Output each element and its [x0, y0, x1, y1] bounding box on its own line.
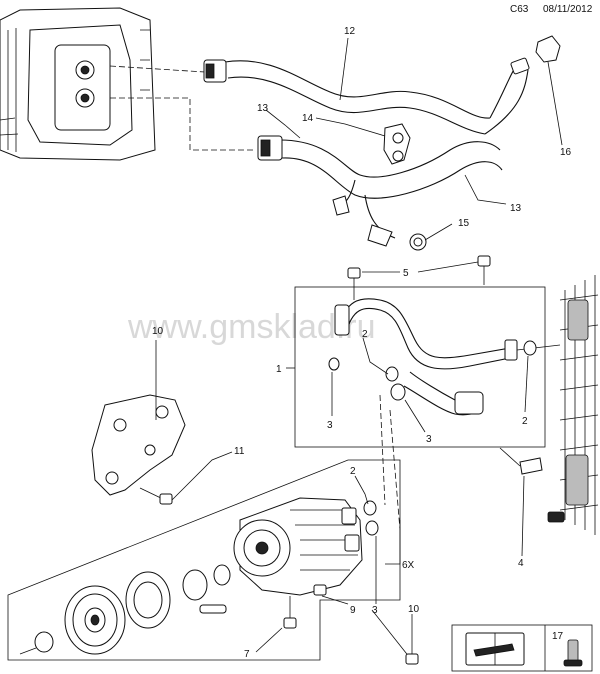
- seal-3b: [390, 383, 406, 401]
- callout-17: 17: [552, 631, 564, 642]
- callout-16: 16: [560, 147, 572, 158]
- part-15-clamp: [409, 233, 427, 251]
- bolt-7: [283, 596, 297, 629]
- callout-5: 5: [403, 268, 409, 279]
- callout-2-right: 2: [522, 416, 528, 427]
- callout-9: 10: [152, 326, 164, 337]
- callout-14: 14: [302, 113, 314, 124]
- callout-11: 11: [234, 446, 245, 457]
- callout-15: 15: [458, 218, 470, 229]
- bolt-4: [499, 447, 543, 475]
- seal-3c: [365, 520, 379, 536]
- part-14-bracket: [383, 123, 411, 165]
- callout-7: 7: [244, 649, 250, 660]
- legend-box: [451, 624, 593, 672]
- callout-2-upper: 2: [362, 329, 368, 340]
- assembly-box-1: [294, 286, 546, 448]
- bolt-11: [139, 487, 173, 505]
- hvac-module: [0, 7, 156, 161]
- callout-4: 4: [518, 558, 524, 569]
- callout-2-lower: 2: [350, 466, 356, 477]
- callout-13-lower: 13: [510, 203, 522, 214]
- bolt-5a: [347, 267, 361, 300]
- leaders-pipe-to-compressor: [379, 394, 401, 531]
- compressor: [233, 497, 363, 596]
- manual-book-icon: [465, 632, 525, 666]
- callout-8: 9: [350, 605, 356, 616]
- hose-assembly-upper: [203, 57, 530, 135]
- hose-assembly-lower: [257, 135, 503, 247]
- diagram-date: 08/11/2012: [543, 4, 593, 15]
- callout-10: 10: [408, 604, 420, 615]
- watermark: www.gmsklad.ru: [127, 308, 376, 346]
- leader-hvac-upper: [109, 65, 206, 73]
- ac-pipe-assembly: [334, 298, 561, 416]
- seal-3a: [328, 357, 340, 371]
- callout-12: 12: [344, 26, 356, 37]
- callout-3-left: 3: [327, 420, 333, 431]
- leader-lines: [155, 37, 563, 654]
- bolt-10: [371, 609, 419, 665]
- condenser: [547, 275, 599, 535]
- sensor-icon: [563, 639, 583, 667]
- clutch-pulley: [19, 564, 231, 655]
- bolt-8: [313, 584, 327, 596]
- callout-3-mid: 3: [426, 434, 432, 445]
- callout-13-upper: 13: [257, 103, 269, 114]
- oring-2a: [385, 366, 399, 382]
- bolt-5b: [477, 255, 491, 285]
- callout-3-lower: 3: [372, 605, 378, 616]
- oring-2c: [363, 500, 377, 516]
- leader-hvac-lower: [110, 97, 255, 151]
- callout-1: 1: [276, 364, 282, 375]
- callout-6x: 6X: [402, 560, 415, 571]
- diagram-code: C63: [510, 4, 529, 15]
- bracket-9: [91, 394, 186, 496]
- part-16-clip: [535, 35, 561, 63]
- oring-2b: [523, 340, 537, 356]
